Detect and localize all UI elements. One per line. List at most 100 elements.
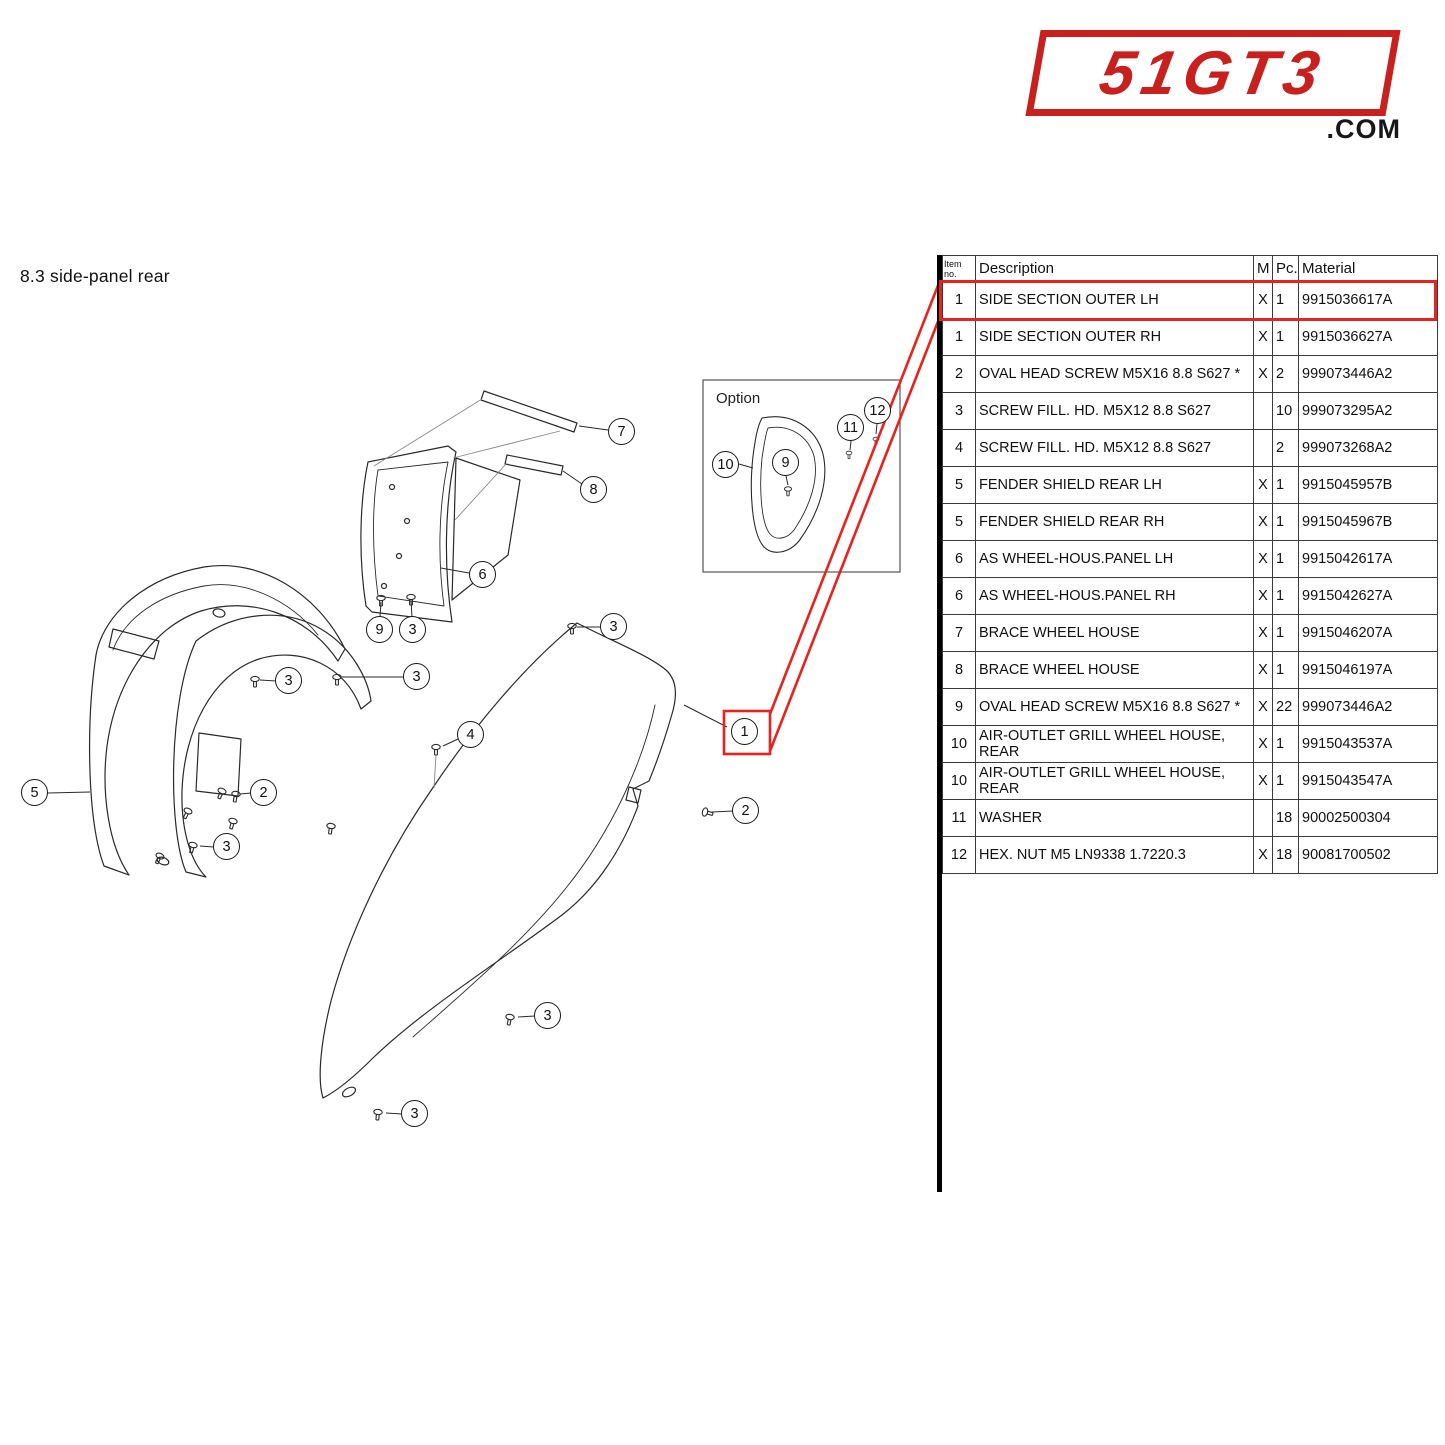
cell-item-no: 12	[942, 836, 976, 874]
table-row[interactable]: 10 AIR-OUTLET GRILL WHEEL HOUSE, REAR X …	[942, 762, 1438, 800]
cell-material: 9915046197A	[1298, 651, 1438, 689]
fender-shield-outline	[89, 565, 346, 876]
cell-pc: 10	[1272, 392, 1299, 430]
cell-item-no: 3	[942, 392, 976, 430]
cell-material: 999073268A2	[1298, 429, 1438, 467]
cell-item-no: 9	[942, 688, 976, 726]
callout-4: 4	[457, 721, 484, 748]
table-row[interactable]: 3 SCREW FILL. HD. M5X12 8.8 S627 10 9990…	[942, 392, 1438, 430]
table-row[interactable]: 10 AIR-OUTLET GRILL WHEEL HOUSE, REAR X …	[942, 725, 1438, 763]
callout-9: 9	[366, 616, 393, 643]
table-row[interactable]: 4 SCREW FILL. HD. M5X12 8.8 S627 2 99907…	[942, 429, 1438, 467]
cell-description: HEX. NUT M5 LN9338 1.7220.3	[975, 836, 1254, 874]
cell-pc: 22	[1272, 688, 1299, 726]
cell-pc: 18	[1272, 836, 1299, 874]
cell-m	[1253, 799, 1273, 837]
cell-m: X	[1253, 318, 1273, 356]
cell-item-no: 5	[942, 466, 976, 504]
callout-10: 10	[712, 451, 739, 478]
callout-3: 3	[401, 1100, 428, 1127]
cell-description: SCREW FILL. HD. M5X12 8.8 S627	[975, 429, 1254, 467]
header-description: Description	[975, 255, 1254, 282]
highlight-link-lines	[768, 282, 941, 752]
cell-material: 90002500304	[1298, 799, 1438, 837]
table-left-rule	[937, 255, 942, 1192]
callout-8: 8	[580, 476, 607, 503]
callout-3: 3	[213, 833, 240, 860]
cell-item-no: 1	[942, 318, 976, 356]
table-row[interactable]: 6 AS WHEEL-HOUS.PANEL RH X 1 9915042627A	[942, 577, 1438, 615]
cell-pc: 1	[1272, 725, 1299, 763]
callout-3: 3	[275, 667, 302, 694]
wheel-house-panel	[360, 445, 457, 623]
callout-leader-lines	[47, 423, 878, 1115]
table-row[interactable]: 8 BRACE WHEEL HOUSE X 1 9915046197A	[942, 651, 1438, 689]
cell-pc: 1	[1272, 503, 1299, 541]
cell-m: X	[1253, 577, 1273, 615]
cell-m: X	[1253, 281, 1273, 319]
site-logo[interactable]: 51GT3	[1025, 30, 1405, 116]
callout-12: 12	[864, 397, 891, 424]
callout-9: 9	[772, 449, 799, 476]
cell-m: X	[1253, 466, 1273, 504]
callout-5: 5	[21, 779, 48, 806]
cell-m: X	[1253, 762, 1273, 800]
cell-material: 9915043537A	[1298, 725, 1438, 763]
cell-description: FENDER SHIELD REAR LH	[975, 466, 1254, 504]
table-row[interactable]: 6 AS WHEEL-HOUS.PANEL LH X 1 9915042617A	[942, 540, 1438, 578]
cell-material: 9915043547A	[1298, 762, 1438, 800]
section-title: 8.3 side-panel rear	[20, 266, 170, 286]
cell-item-no: 6	[942, 540, 976, 578]
cell-item-no: 1	[942, 281, 976, 319]
table-row[interactable]: 11 WASHER 18 90002500304	[942, 799, 1438, 837]
cell-m: X	[1253, 614, 1273, 652]
cell-description: BRACE WHEEL HOUSE	[975, 651, 1254, 689]
callout-6: 6	[469, 561, 496, 588]
brace-wheel-house-8	[504, 454, 564, 476]
option-inset: Option	[702, 379, 901, 573]
option-label: Option	[716, 390, 760, 407]
cell-pc: 1	[1272, 540, 1299, 578]
cell-pc: 1	[1272, 466, 1299, 504]
cell-item-no: 10	[942, 725, 976, 763]
callout-2: 2	[250, 779, 277, 806]
cell-m: X	[1253, 651, 1273, 689]
cell-item-no: 10	[942, 762, 976, 800]
callout-2: 2	[732, 797, 759, 824]
cell-m	[1253, 429, 1273, 467]
cell-description: FENDER SHIELD REAR RH	[975, 503, 1254, 541]
brace-wheel-house-7	[480, 390, 578, 433]
cell-pc: 18	[1272, 799, 1299, 837]
table-row[interactable]: 9 OVAL HEAD SCREW M5X16 8.8 S627 * X 22 …	[942, 688, 1438, 726]
table-row[interactable]: 7 BRACE WHEEL HOUSE X 1 9915046207A	[942, 614, 1438, 652]
callout-1[interactable]: 1	[731, 718, 758, 745]
table-row[interactable]: 5 FENDER SHIELD REAR RH X 1 9915045967B	[942, 503, 1438, 541]
logo-domain-suffix: .COM	[1326, 114, 1401, 144]
table-row[interactable]: 2 OVAL HEAD SCREW M5X16 8.8 S627 * X 2 9…	[942, 355, 1438, 393]
table-row[interactable]: 1 SIDE SECTION OUTER RH X 1 9915036627A	[942, 318, 1438, 356]
cell-pc: 1	[1272, 318, 1299, 356]
parts-list: Item no. Description M Pc. Material 1 SI…	[942, 255, 1438, 874]
cell-description: AIR-OUTLET GRILL WHEEL HOUSE, REAR	[975, 725, 1254, 763]
cell-pc: 2	[1272, 355, 1299, 393]
cell-material: 999073295A2	[1298, 392, 1438, 430]
cell-description: SCREW FILL. HD. M5X12 8.8 S627	[975, 392, 1254, 430]
cell-description: AIR-OUTLET GRILL WHEEL HOUSE, REAR	[975, 762, 1254, 800]
cell-description: AS WHEEL-HOUS.PANEL LH	[975, 540, 1254, 578]
table-row[interactable]: 5 FENDER SHIELD REAR LH X 1 9915045957B	[942, 466, 1438, 504]
cell-item-no: 8	[942, 651, 976, 689]
table-row[interactable]: 1 SIDE SECTION OUTER LH X 1 9915036617A	[942, 281, 1438, 319]
cell-pc: 1	[1272, 651, 1299, 689]
callout-11: 11	[837, 414, 864, 441]
table-header-row: Item no. Description M Pc. Material	[942, 255, 1438, 282]
cell-description: SIDE SECTION OUTER LH	[975, 281, 1254, 319]
cell-m	[1253, 392, 1273, 430]
table-row[interactable]: 12 HEX. NUT M5 LN9338 1.7220.3 X 18 9008…	[942, 836, 1438, 874]
callout-3: 3	[399, 616, 426, 643]
cell-material: 9915042617A	[1298, 540, 1438, 578]
cell-m: X	[1253, 503, 1273, 541]
logo-text: 51GT3	[1094, 38, 1332, 108]
header-m: M	[1253, 255, 1273, 282]
